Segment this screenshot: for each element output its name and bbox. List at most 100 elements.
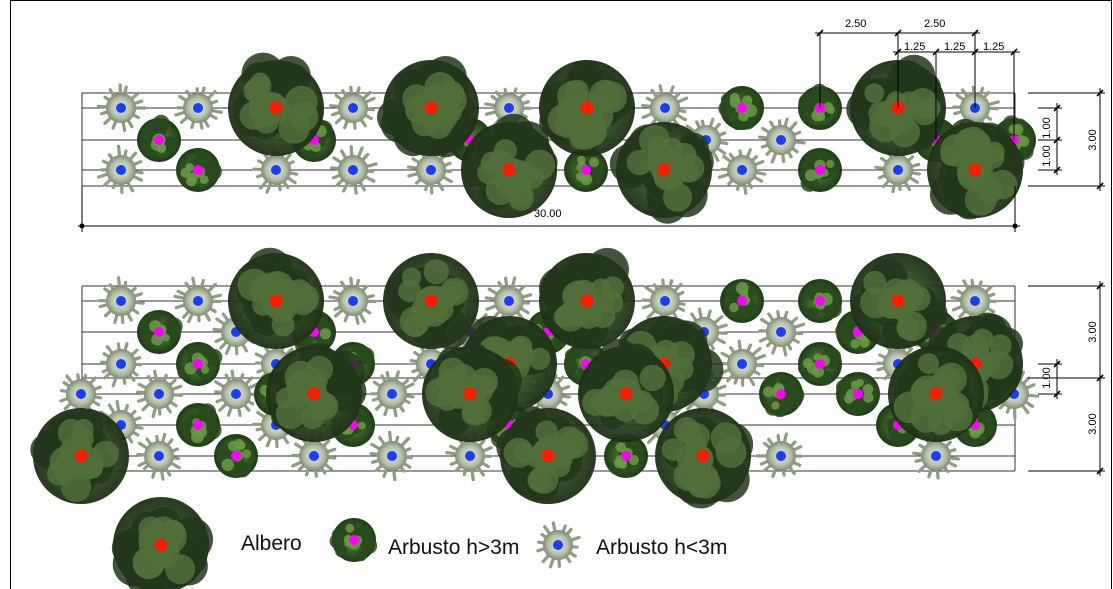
tall-shrub-dot bbox=[193, 359, 203, 369]
shrub-short bbox=[755, 432, 804, 478]
shrub-tall bbox=[720, 279, 764, 323]
dim-row-1-00-a: 1.00 bbox=[1041, 117, 1053, 138]
dimension-lines bbox=[78, 29, 1105, 476]
tall-shrub-dot bbox=[815, 359, 825, 369]
tall-shrub-dot bbox=[815, 296, 825, 306]
tall-shrub-dot bbox=[853, 389, 863, 399]
tall-shrub-dot bbox=[193, 420, 203, 430]
shrub-short bbox=[329, 85, 376, 130]
shrub-short bbox=[136, 369, 183, 419]
tree-dot bbox=[696, 449, 710, 463]
short-shrub-dot bbox=[348, 296, 358, 306]
tree-albero bbox=[30, 408, 129, 504]
short-shrub-dot bbox=[660, 296, 670, 306]
shrub-short bbox=[641, 278, 686, 325]
short-shrub-dot bbox=[931, 451, 941, 461]
shrub-short bbox=[719, 339, 767, 387]
short-shrub-dot bbox=[387, 389, 397, 399]
shrub-short bbox=[484, 276, 533, 325]
tree-dot bbox=[424, 294, 438, 308]
legend-tall-shrub-label: Arbusto h>3m bbox=[388, 536, 520, 559]
tall-shrub-dot bbox=[815, 165, 825, 175]
shrub-short bbox=[96, 144, 144, 194]
shrub-tall bbox=[798, 148, 842, 192]
tall-shrub-dot bbox=[154, 327, 164, 337]
shrub-tall bbox=[718, 86, 764, 131]
tree-albero bbox=[496, 406, 596, 504]
shrub-short bbox=[100, 342, 143, 388]
tree-dot bbox=[154, 538, 168, 552]
tree-dot bbox=[502, 163, 516, 177]
tree-dot bbox=[580, 101, 594, 115]
tall-shrub-dot bbox=[737, 296, 747, 306]
dim-width-bottom: 3.00 bbox=[1087, 413, 1099, 434]
shrub-tall bbox=[137, 310, 183, 354]
tree-dot bbox=[424, 101, 438, 115]
dim-width-top: 3.00 bbox=[1087, 129, 1099, 150]
shrub-short bbox=[290, 432, 337, 478]
short-shrub-dot bbox=[231, 389, 241, 399]
short-shrub-dot bbox=[348, 165, 358, 175]
tree-albero bbox=[850, 253, 948, 349]
dim-length: 30.00 bbox=[534, 208, 562, 220]
short-shrub-dot bbox=[193, 296, 203, 306]
short-shrub-dot bbox=[737, 165, 747, 175]
short-shrub-dot bbox=[193, 103, 203, 113]
tall-shrub-dot bbox=[737, 103, 747, 113]
tall-shrub-dot bbox=[581, 165, 591, 175]
short-shrub-dot bbox=[776, 327, 786, 337]
shrub-tall bbox=[137, 114, 181, 162]
tree-dot bbox=[463, 387, 477, 401]
shrub-short bbox=[369, 430, 413, 482]
tree-albero bbox=[888, 346, 984, 442]
legend-short-shrub-label: Arbusto h<3m bbox=[596, 536, 728, 559]
dim-width-mid: 3.00 bbox=[1087, 321, 1099, 342]
tree-dot bbox=[74, 449, 88, 463]
tall-shrub-dot bbox=[621, 451, 631, 461]
shrub-short bbox=[212, 308, 261, 356]
short-shrub-dot bbox=[660, 103, 670, 113]
plants-layer bbox=[30, 52, 1040, 509]
tall-shrub-dot bbox=[776, 389, 786, 399]
shrub-short bbox=[717, 148, 767, 195]
shrub-tall bbox=[798, 279, 842, 323]
dimension-labels: 2.50 2.50 1.25 1.25 1.25 30.00 1.00 1.00… bbox=[534, 18, 1099, 435]
tree-albero bbox=[377, 55, 479, 158]
tree-dot bbox=[968, 163, 982, 177]
frame-border bbox=[10, 0, 1112, 589]
short-shrub-dot bbox=[776, 451, 786, 461]
shrub-short bbox=[330, 145, 378, 195]
short-shrub-dot bbox=[553, 540, 563, 550]
shrub-tall bbox=[836, 372, 881, 416]
shrub-short bbox=[445, 432, 493, 482]
legend-symbols bbox=[111, 497, 581, 589]
shrub-short bbox=[758, 310, 806, 357]
shrub-short bbox=[173, 276, 222, 324]
tree-albero bbox=[383, 253, 479, 350]
shrub-short bbox=[136, 432, 181, 481]
shrub-short bbox=[407, 148, 453, 195]
short-shrub-dot bbox=[116, 103, 126, 113]
tree-albero bbox=[422, 343, 522, 442]
shrub-tall bbox=[759, 372, 805, 418]
shrub-short bbox=[97, 276, 145, 325]
tree-albero bbox=[578, 338, 674, 442]
tree-albero bbox=[228, 52, 324, 156]
dim-spacing-1-25-a: 1.25 bbox=[904, 41, 925, 53]
shrub-tall bbox=[176, 342, 223, 386]
shrub-short bbox=[757, 117, 806, 164]
tree-albero bbox=[846, 54, 946, 156]
shrub-tall bbox=[214, 434, 258, 478]
short-shrub-dot bbox=[776, 135, 786, 145]
dim-row-1-00-b: 1.00 bbox=[1041, 145, 1053, 166]
tree-dot bbox=[307, 387, 321, 401]
dim-spacing-1-25-c: 1.25 bbox=[983, 41, 1004, 53]
tree-dot bbox=[580, 294, 594, 308]
shrub-tall bbox=[564, 146, 608, 192]
legend-tall-shrub-icon bbox=[329, 518, 378, 562]
dim-spacing-1-25-b: 1.25 bbox=[944, 41, 965, 53]
short-shrub-dot bbox=[348, 103, 358, 113]
dim-spacing-2-50-a: 2.50 bbox=[845, 18, 866, 30]
